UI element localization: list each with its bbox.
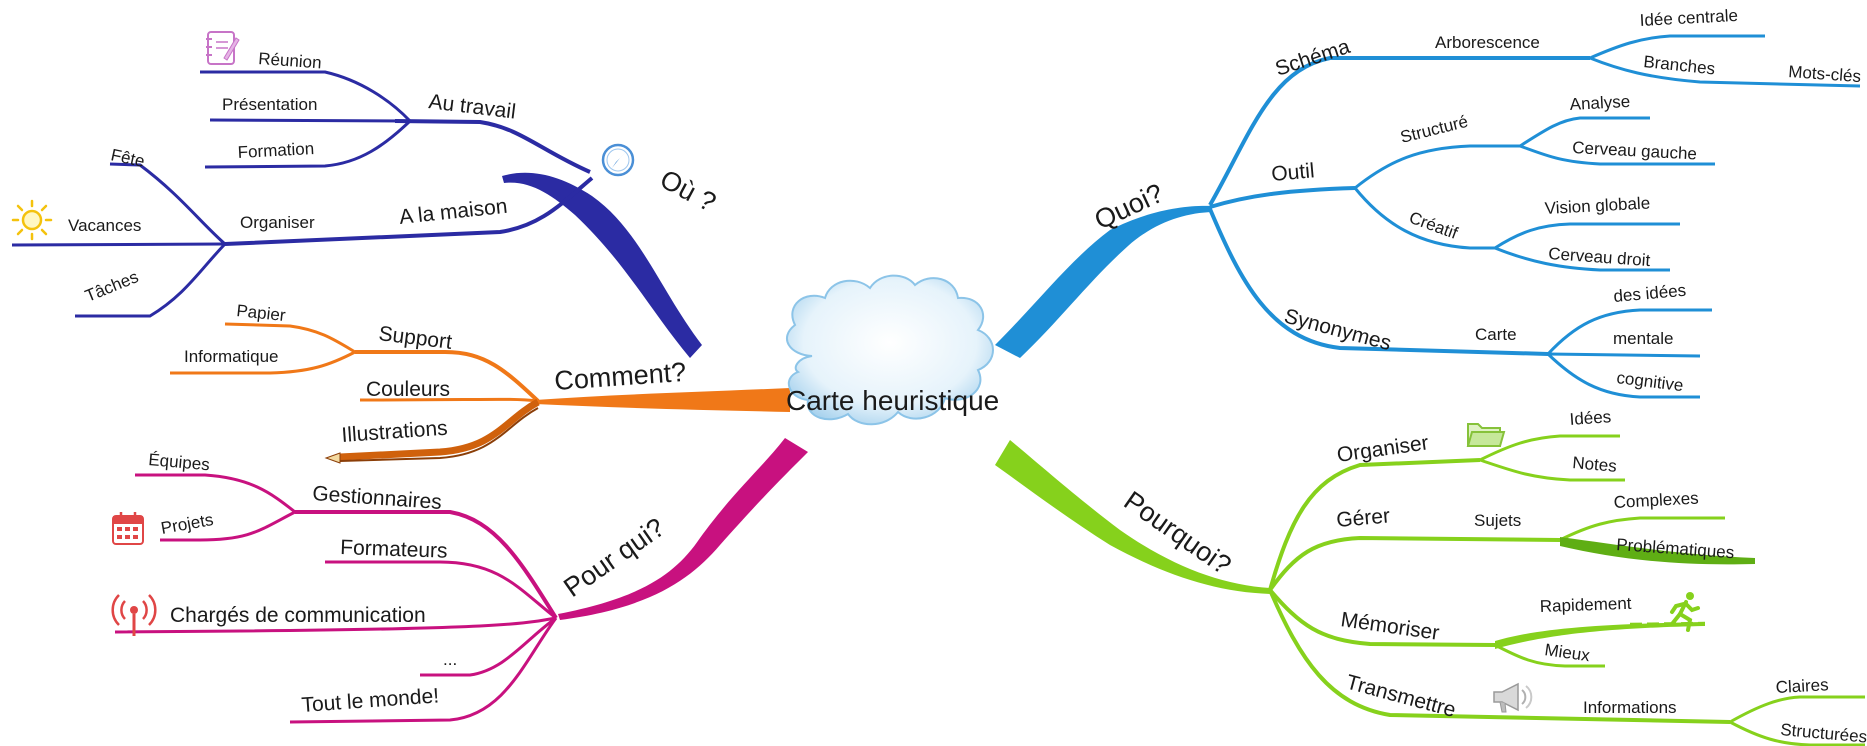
cognitive-label: cognitive	[1616, 368, 1685, 395]
branch-quoi-main-line	[995, 205, 1212, 358]
memoriser-label: Mémoriser	[1339, 608, 1440, 645]
creatif-label: Créatif	[1407, 208, 1461, 243]
complexes-label: Complexes	[1613, 489, 1699, 512]
tout-le-monde-label: Tout le monde!	[301, 684, 440, 717]
branch-pourqui-gestionnaires-line	[295, 510, 558, 620]
branch-pourqui-tout-line	[289, 617, 558, 724]
branch-pourquoi-memoriser-line	[1268, 588, 1496, 647]
calendar-icon	[112, 512, 144, 545]
communication-label: Chargés de communication	[170, 604, 426, 627]
folder-icon	[1466, 423, 1506, 447]
au-travail-label: Au travail	[427, 90, 517, 123]
branch-pourqui: Pour qui? Gestionnaires Équipes Projets …	[114, 438, 808, 724]
support-label: Support	[377, 322, 453, 354]
notebook-icon	[206, 31, 240, 65]
center-label: Carte heuristique	[786, 385, 999, 416]
branch-pourqui-communication-line	[114, 616, 557, 634]
vacances-label: Vacances	[68, 216, 141, 235]
mots-cles-label: Mots-clés	[1788, 62, 1862, 86]
sun-icon	[11, 199, 53, 241]
illustrations-label: Illustrations	[341, 417, 449, 447]
branch-ou-a-la-maison-line	[224, 176, 594, 246]
pencil-icon	[324, 452, 341, 464]
branch-comment: Comment? Support Papier Informatique Cou…	[170, 301, 790, 464]
branch-ou-au-travail-line	[394, 119, 591, 174]
notes-label: Notes	[1572, 453, 1618, 476]
equipes-label: Équipes	[148, 450, 211, 474]
branch-pourquoi: Pourquoi? Organiser Idées Notes Gérer Su…	[995, 407, 1867, 746]
branch-ou: Où ? Au travail Réunion Présentation For…	[11, 49, 721, 358]
gestionnaires-label: Gestionnaires	[312, 482, 443, 514]
broadcast-icon	[111, 594, 157, 636]
megaphone-icon	[1493, 682, 1533, 713]
arborescence-label: Arborescence	[1435, 33, 1540, 52]
branch-quoi-synonymes-line	[1208, 208, 1549, 356]
a-la-maison-label: A la maison	[398, 195, 508, 229]
branch-quoi-outil-line	[1209, 186, 1356, 209]
mieux-label: Mieux	[1543, 640, 1591, 665]
analyse-label: Analyse	[1569, 92, 1630, 114]
cerveau-gauche-label: Cerveau gauche	[1572, 138, 1698, 164]
papier-label: Papier	[236, 301, 287, 325]
structurees-label: Structurées	[1780, 720, 1867, 746]
branch-comment-couleurs-line	[359, 397, 539, 403]
center-node[interactable]: Carte heuristique	[785, 274, 999, 426]
rapidement-label: Rapidement	[1539, 594, 1632, 616]
ellipsis-label: ...	[443, 650, 457, 669]
formateurs-label: Formateurs	[340, 536, 448, 563]
couleurs-label: Couleurs	[366, 378, 450, 401]
sujets-label: Sujets	[1474, 511, 1521, 530]
branch-ou-main-line	[502, 172, 702, 358]
outil-label: Outil	[1270, 159, 1315, 186]
branch-comment-support-line	[355, 350, 540, 403]
taches-label: Tâches	[82, 267, 141, 306]
schema-label: Schéma	[1272, 35, 1353, 81]
projets-label: Projets	[159, 510, 214, 538]
center-cloud	[785, 274, 994, 426]
gerer-label: Gérer	[1335, 504, 1390, 532]
des-idees-label: des idées	[1613, 281, 1687, 306]
branch-pourquoi-organiser-line	[1268, 458, 1481, 591]
carte-label: Carte	[1475, 325, 1517, 344]
branch-pourquoi-gerer-line	[1268, 535, 1561, 592]
branch-pourqui-main-line	[558, 438, 808, 620]
comment-label: Comment?	[553, 357, 687, 396]
informatique-label: Informatique	[184, 347, 279, 366]
fete-label: Fête	[109, 145, 146, 171]
presentation-label: Présentation	[222, 95, 317, 114]
branch-quoi: Quoi? Schéma Arborescence Idée centrale …	[995, 6, 1862, 399]
branch-comment-illustrations-line	[339, 398, 540, 461]
idees-label: Idées	[1569, 407, 1612, 429]
branch-quoi-schema-line	[1208, 56, 1590, 206]
idee-centrale-label: Idée centrale	[1639, 6, 1738, 30]
reunion-label: Réunion	[258, 49, 322, 72]
branch-pourqui-ellipsis-line	[420, 616, 557, 677]
mentale-label: mentale	[1613, 329, 1673, 348]
structure-label: Structuré	[1398, 112, 1470, 147]
vision-globale-label: Vision globale	[1544, 193, 1650, 217]
branches-label: Branches	[1643, 52, 1716, 78]
claires-label: Claires	[1775, 675, 1829, 697]
branch-comment-main-line	[535, 388, 790, 412]
compass-icon	[601, 143, 635, 177]
branch-pourquoi-transmettre-line	[1268, 589, 1731, 724]
informations-label: Informations	[1583, 698, 1677, 717]
formation-label: Formation	[237, 139, 314, 162]
branch-pourqui-formateurs-line	[325, 560, 557, 620]
branch-pourquoi-main-line	[995, 440, 1270, 594]
ou-label: Où ?	[655, 164, 721, 218]
runner-icon	[1670, 592, 1700, 632]
organiser-ou-label: Organiser	[240, 213, 315, 232]
